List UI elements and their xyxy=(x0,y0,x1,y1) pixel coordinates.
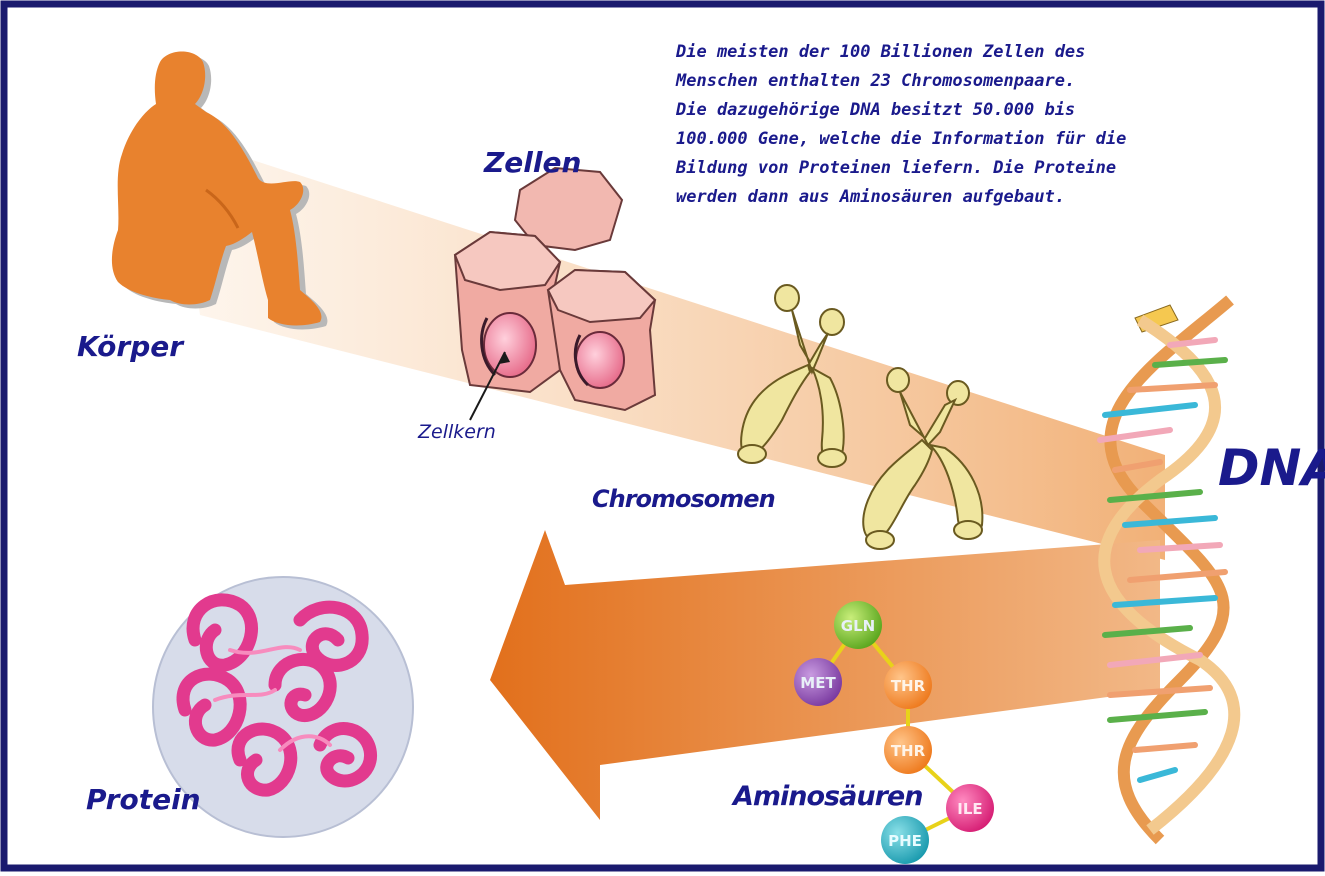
intro-line: Bildung von Proteinen liefern. Die Prote… xyxy=(676,154,1236,183)
label-amino-acids: Aminosäuren xyxy=(731,781,922,812)
amino-acid-label: GLN xyxy=(841,617,875,635)
label-protein: Protein xyxy=(86,783,201,816)
amino-acid-ile: ILE xyxy=(946,784,994,832)
intro-line: Die meisten der 100 Billionen Zellen des xyxy=(676,38,1236,67)
amino-acid-thr-1: THR xyxy=(884,661,932,709)
label-dna: DNA xyxy=(1218,439,1325,497)
amino-acid-gln: GLN xyxy=(834,601,882,649)
amino-acid-label: THR xyxy=(891,742,926,760)
intro-line: werden dann aus Aminosäuren aufgebaut. xyxy=(676,183,1236,212)
amino-acid-label: PHE xyxy=(888,832,922,850)
amino-acid-thr-2: THR xyxy=(884,726,932,774)
intro-line: Die dazugehörige DNA besitzt 50.000 bis xyxy=(676,96,1236,125)
label-body: Körper xyxy=(77,330,185,363)
intro-line: 100.000 Gene, welche die Information für… xyxy=(676,125,1236,154)
amino-acid-label: ILE xyxy=(957,800,982,818)
amino-acid-label: MET xyxy=(800,674,836,692)
amino-acid-met: MET xyxy=(794,658,842,706)
label-nucleus: Zellkern xyxy=(417,421,496,443)
intro-paragraph: Die meisten der 100 Billionen Zellen des… xyxy=(676,38,1236,212)
label-chromosomes: Chromosomen xyxy=(592,485,775,513)
amino-acid-phe: PHE xyxy=(881,816,929,864)
intro-line: Menschen enthalten 23 Chromosomenpaare. xyxy=(676,67,1236,96)
amino-acid-label: THR xyxy=(891,677,926,695)
label-cells: Zellen xyxy=(483,146,581,179)
